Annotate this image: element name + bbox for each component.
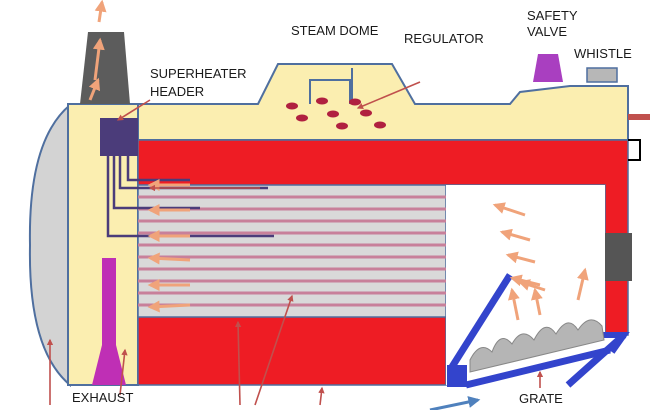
whistle [586,67,618,83]
cab-bracket [628,139,641,161]
heat-arrows [46,81,544,406]
label-grate: GRATE [519,391,563,406]
label-safety-valve-1: SAFETY [527,8,578,23]
label-superheater-2: HEADER [150,84,205,99]
label-safety-valve-2: VALVE [527,24,567,39]
label-exhaust: EXHAUST [72,390,134,405]
steam-bubbles [286,97,386,130]
coal-bed [469,319,605,373]
firebox-door [605,233,632,281]
fire-tubes [138,195,446,307]
air-intake-arrow [429,396,481,410]
label-whistle: WHISTLE [574,46,632,61]
exhaust-nozzle [92,345,126,385]
grate [447,273,630,389]
hot-gas-arrows [88,0,589,321]
chimney [80,32,130,104]
safety-valve [533,54,563,82]
regulator-pipe [309,79,351,104]
label-steam-dome: STEAM DOME [291,23,379,38]
cab-end-pipe [628,114,650,120]
exhaust-pipe [102,258,116,348]
label-regulator: REGULATOR [404,31,484,46]
superheater-header [100,118,138,156]
smokebox-door [28,102,71,388]
label-superheater-1: SUPERHEATER [150,66,247,81]
